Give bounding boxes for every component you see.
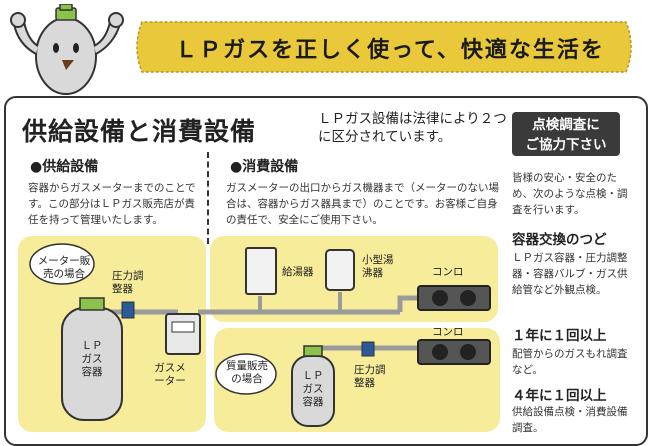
intro-text: ＬＰガス設備は法律により２つに区分されています。 <box>318 111 507 145</box>
inspection-heading-4year: ４年に１回以上 <box>512 388 607 404</box>
inspection-heading-exchange: 容器交換のつど <box>512 232 607 248</box>
regulator-label-mass: 圧力調整器 <box>354 364 386 389</box>
water-heater-label: 給湯器 <box>282 266 314 278</box>
page-title: 供給設備と消費設備 <box>22 117 257 146</box>
inspection-text-4year: 供給設備点検・消費設備調査。 <box>512 406 628 434</box>
sidebar-title-box <box>512 112 620 156</box>
consumption-description: ガスメーターの出口からガス機器まで（メーターのない場合は、容器からガス器具まで）… <box>226 182 499 226</box>
small-heater-label: 小型湯沸器 <box>362 254 394 279</box>
stove-label-top: コンロ <box>432 266 464 278</box>
regulator-label-meter: 圧力調整器 <box>112 270 144 295</box>
banner-title: ＬＰガスを正しく使って、快適な生活を <box>175 38 605 63</box>
lpg-cylinder-label-meter: ＬＰガス容器 <box>81 340 103 378</box>
section-divider <box>207 152 209 244</box>
banner-background <box>136 21 632 73</box>
sidebar-title-line1: 点検調査に <box>532 117 600 133</box>
supply-description: 容器からガスメーターまでのことです。この部分はＬＰガス販売店が責任を持って管理い… <box>28 182 196 226</box>
lpg-cylinder-label-mass: ＬＰガス容器 <box>302 370 324 408</box>
gas-cylinder-mascot <box>10 4 124 95</box>
gas-meter-label: ガスメーター <box>154 362 186 387</box>
supply-heading: ●供給設備 <box>30 159 99 175</box>
consumption-heading: ●消費設備 <box>230 159 299 175</box>
mass-sale-label: 質量販売の場合 <box>226 360 268 385</box>
inspection-text-yearly: 配管からのガスもれ調査など。 <box>512 348 628 376</box>
sidebar-intro: 皆様の安心・安全のため、次のような点検・調査を行います。 <box>512 172 628 216</box>
stove-label-bottom: コンロ <box>432 326 464 338</box>
inspection-text-exchange: ＬＰガス容器・圧力調整器・容器バルブ・ガス供給管など外観点検。 <box>512 252 628 296</box>
sidebar-title-line2: ご協力下さい <box>525 137 607 153</box>
meter-sale-label: メーター販売の場合 <box>37 255 91 280</box>
inspection-heading-yearly: １年に１回以上 <box>512 328 607 344</box>
